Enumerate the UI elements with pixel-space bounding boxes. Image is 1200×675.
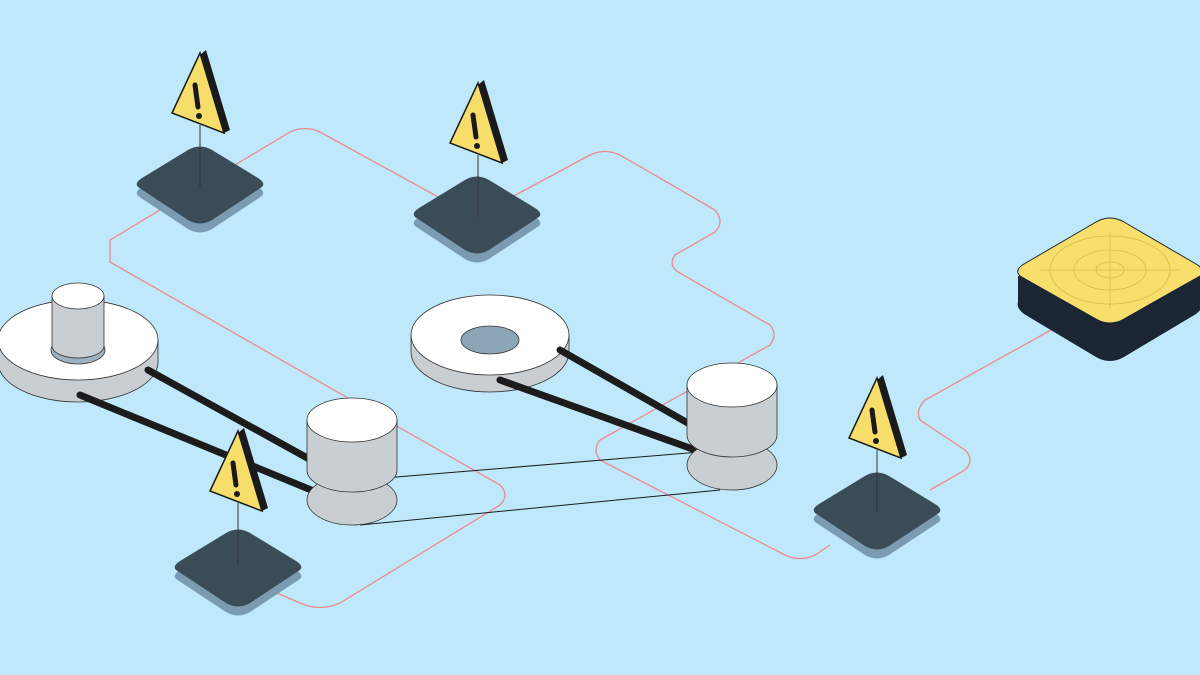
circuit-line (109, 127, 506, 609)
warning-icon (847, 375, 907, 512)
yellow-hub (1017, 217, 1200, 361)
cylinder-left (306, 397, 398, 526)
tile (174, 529, 302, 616)
warning-icon (448, 80, 508, 217)
pulley-center (410, 294, 570, 393)
circuit-line (509, 150, 831, 560)
warning-signs (170, 50, 907, 565)
connector-lines (359, 451, 721, 526)
tiles (136, 146, 941, 616)
circuit-line (917, 324, 1061, 491)
cylinder-right (686, 362, 778, 491)
circuit-lines (109, 127, 1061, 609)
warning-icon (208, 428, 268, 565)
tile (413, 176, 541, 263)
warning-icon (170, 50, 230, 187)
pulley-left (0, 282, 159, 403)
